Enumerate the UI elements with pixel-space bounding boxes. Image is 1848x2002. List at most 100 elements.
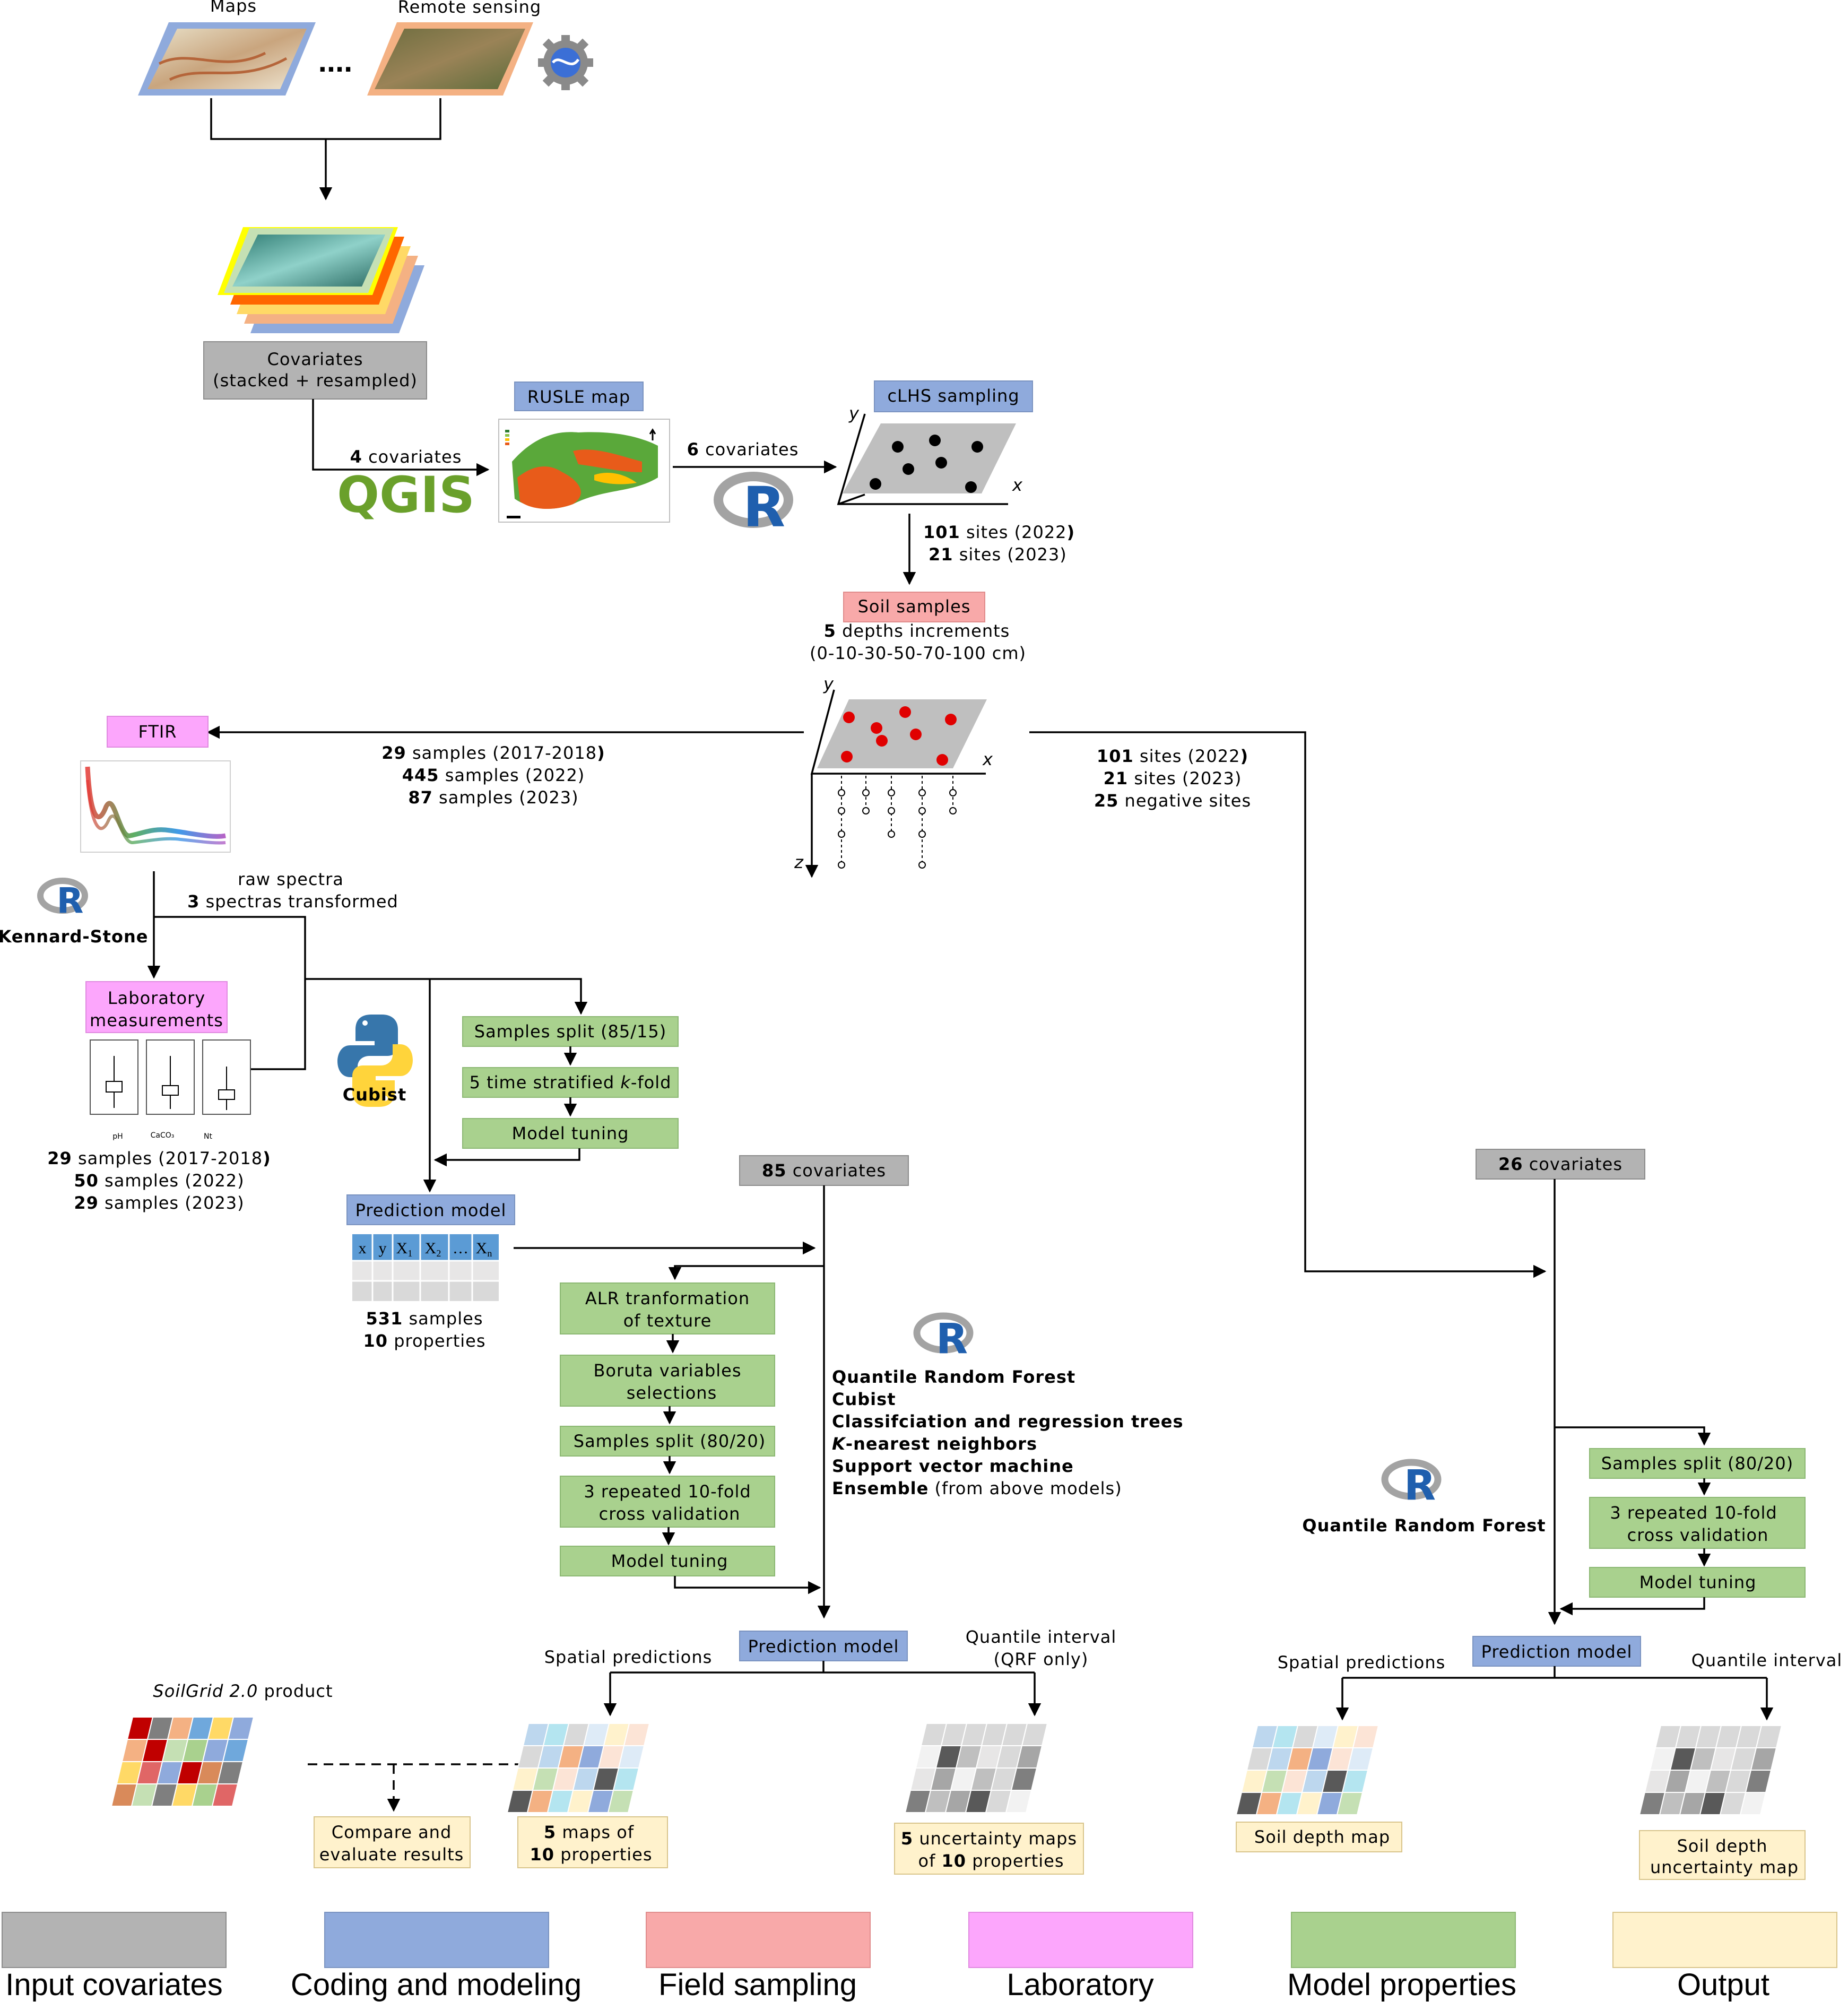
rusle-title-box (514, 382, 644, 411)
r-logo-icon: R (1381, 1459, 1442, 1510)
python-logo-icon (337, 1015, 413, 1107)
depth-uncertainty-box (1639, 1830, 1806, 1880)
legend-swatch-output (1612, 1912, 1837, 1968)
right-split-box (1589, 1448, 1806, 1479)
legend-swatch-coding (324, 1912, 549, 1968)
alr-line1: ALR tranformation (585, 1288, 750, 1308)
depth-map-label: Soil depth map (1254, 1827, 1390, 1847)
legend-label-field: Field sampling (658, 1968, 857, 2002)
compare-box (314, 1816, 471, 1868)
soil-depth-label: 5 depths increments (824, 621, 1010, 641)
cubist-tuning-label: Model tuning (512, 1123, 629, 1143)
maps-output-box (517, 1816, 668, 1868)
soilgrid-map (110, 1717, 255, 1807)
legend-label-coding: Coding and modeling (291, 1968, 582, 2002)
pred-2-split-line (610, 1661, 1035, 1674)
legend-label-output: Output (1677, 1968, 1769, 2002)
table-header-x1: X1 (396, 1240, 413, 1259)
svg-text:R: R (57, 880, 84, 921)
pred-model-3-box (1472, 1636, 1641, 1667)
alr-box (560, 1282, 775, 1334)
lab-boxplots-image (90, 1039, 251, 1115)
model-cubist: Cubist (832, 1389, 896, 1409)
ftir-title-box (107, 716, 209, 748)
mid-split-box (560, 1426, 775, 1457)
boruta-line2: selections (627, 1383, 717, 1403)
covariates-box (203, 341, 427, 400)
map-cell (1336, 1792, 1364, 1815)
depth-uncertainty-line1: Soil depth (1677, 1836, 1768, 1856)
model-cart: Classifciation and regression trees (832, 1411, 1184, 1432)
clhs-axis-y: y (848, 403, 860, 423)
boxplot-label-caco3: CaCO₃ (151, 1131, 175, 1140)
covariates-subtitle: (stacked + resampled) (213, 370, 418, 391)
cubist-tuning-box (462, 1118, 679, 1149)
uncertainty-output-box (894, 1823, 1084, 1875)
spatial-predictions-label-2: Spatial predictions (1278, 1652, 1446, 1672)
arrow-sites-to-right-branch (1029, 731, 1547, 1278)
right-tuning-box (1589, 1567, 1806, 1598)
mid-tuning-label: Model tuning (611, 1551, 728, 1571)
kennard-stone-label: Kennard-Stone (0, 926, 148, 947)
clhs-axis-x: x (1012, 475, 1023, 495)
rusle-input-label: 4 covariates (350, 447, 462, 467)
lab-title-1: Laboratory (108, 988, 205, 1008)
covariate-stack-image (218, 227, 424, 333)
pred-model-1-title: Prediction model (355, 1200, 507, 1220)
clhs-plot-image (837, 413, 1016, 505)
lab-title-box (85, 981, 228, 1033)
pred-3-split-line (1342, 1666, 1767, 1679)
mid-cv-line2: cross validation (599, 1504, 741, 1524)
model-ensemble: Ensemble (from above models) (832, 1478, 1122, 1498)
cov26-box (1476, 1149, 1645, 1180)
mid-cv-line1: 3 repeated 10-fold (584, 1481, 751, 1502)
depth-map-box (1236, 1822, 1402, 1852)
map-cell (1005, 1790, 1033, 1813)
transformed-spectra-label: 3 spectras transformed (187, 891, 398, 912)
ftir-samples-2: 445 samples (2022) (402, 765, 585, 785)
rusle-output-label: 6 covariates (687, 439, 799, 460)
svg-text:R: R (936, 1315, 968, 1363)
lab-samples-1: 29 samples (2017-2018) (47, 1148, 271, 1168)
rusle-title: RUSLE map (527, 387, 630, 407)
boruta-line1: Boruta variables (593, 1360, 741, 1381)
alr-line2: of texture (623, 1311, 712, 1331)
cubist-split-label: Samples split (85/15) (474, 1021, 667, 1042)
model-qrf: Quantile Random Forest (832, 1367, 1075, 1387)
mid-tuning-box (560, 1546, 775, 1576)
r-logo-icon: R (714, 472, 793, 540)
soilgrid-label: SoilGrid 2.0 product (153, 1681, 333, 1701)
sources-join-line (210, 98, 441, 140)
spatial-predictions-label-1: Spatial predictions (544, 1647, 713, 1667)
spatial-prediction-map-2 (1235, 1725, 1380, 1815)
maps-output-line1: 5 maps of (544, 1822, 634, 1842)
arrow-to-right-split (1555, 1426, 1711, 1446)
spectra-loop-line (154, 916, 306, 1070)
soil-axis-z: z (794, 852, 804, 872)
ftir-spectra-image (80, 760, 231, 853)
mid-split-label: Samples split (80/20) (574, 1431, 766, 1451)
quantile-interval-label-1: Quantile interval (966, 1627, 1117, 1647)
boruta-box (560, 1355, 775, 1407)
legend-swatch-field (646, 1912, 871, 1968)
maps-image (138, 22, 316, 96)
svg-text:R: R (1404, 1462, 1436, 1510)
boxplot-label-nt: Nt (204, 1132, 212, 1141)
raw-spectra-label: raw spectra (238, 869, 344, 889)
sites-b-1: 101 sites (2022) (1097, 746, 1248, 766)
sites-2022-label: 101 sites (2022) (923, 522, 1075, 542)
compare-line2: evaluate results (319, 1844, 464, 1865)
table-header-x: x (359, 1240, 367, 1257)
quantile-interval-label-2: Quantile interval (1691, 1650, 1843, 1670)
compare-line1: Compare and (332, 1822, 452, 1842)
arrow-right-tuning-main (1559, 1597, 1705, 1616)
ellipsis: .... (318, 44, 352, 79)
cubist-label: Cubist (343, 1085, 406, 1105)
spatial-prediction-map-1 (506, 1723, 650, 1813)
cov85-label: 85 covariates (762, 1160, 886, 1181)
table-header-y: y (379, 1240, 387, 1257)
training-table (352, 1234, 499, 1301)
arrow-to-rusle (312, 399, 490, 476)
pred-model-1-box (346, 1194, 515, 1225)
table-header-x2: X2 (425, 1240, 441, 1259)
